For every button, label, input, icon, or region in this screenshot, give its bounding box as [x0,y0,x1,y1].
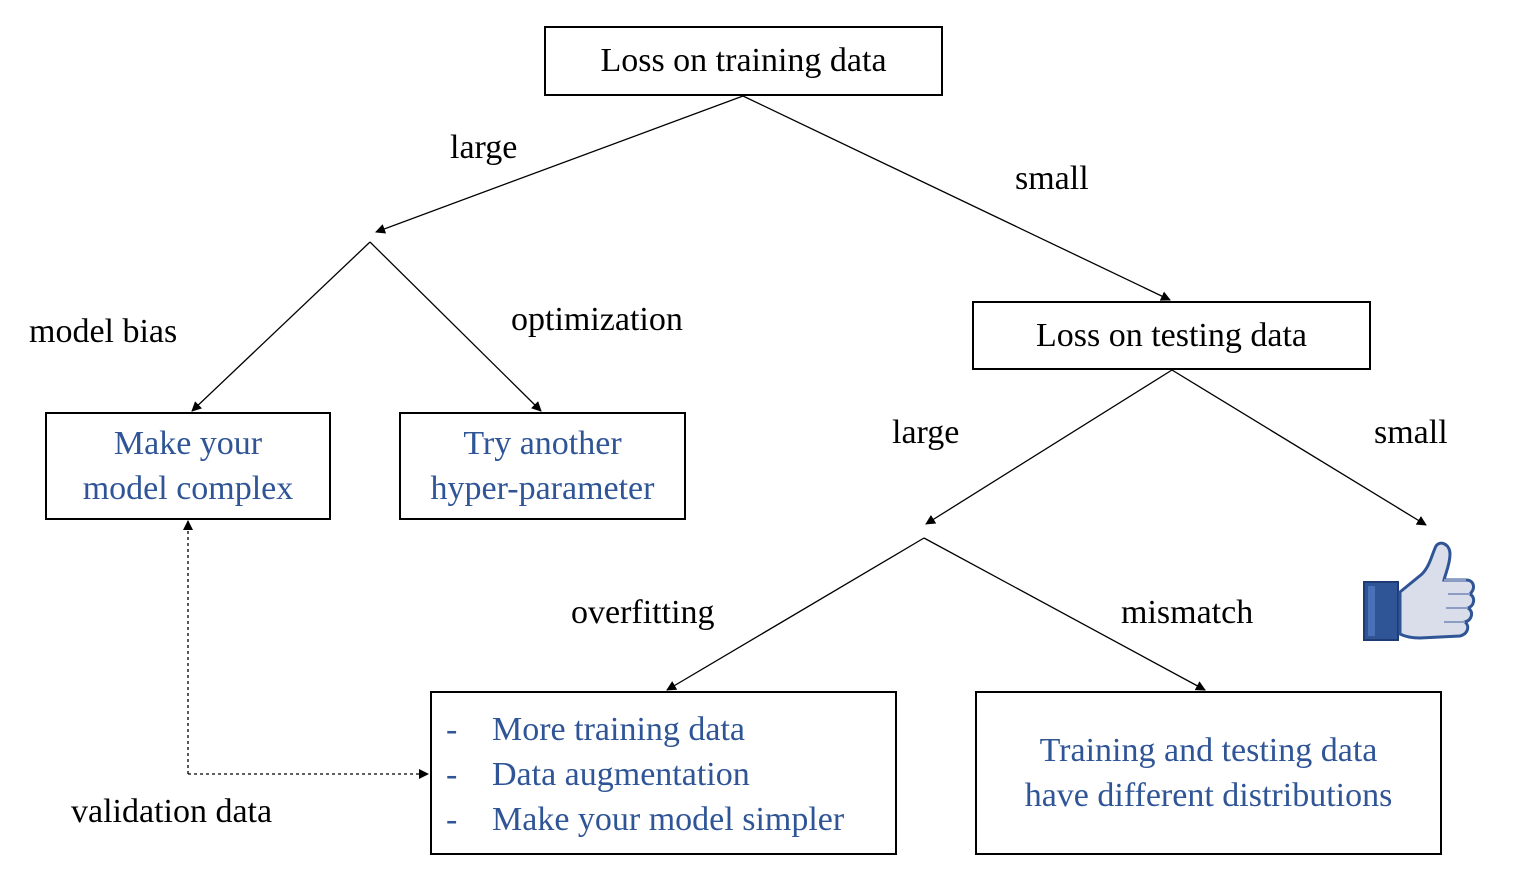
edge-label-training-small: small [1015,160,1089,197]
list-item-text: More training data [492,711,746,748]
model-complex-box: Make your model complex [45,412,331,520]
list-bullet: - [446,801,458,838]
edge-branch-to-model-complex [191,241,371,412]
edge-label-testing-small: small [1374,414,1448,451]
model-complex-line-1: Make your [113,425,263,462]
list-item-text: Make your model simpler [492,801,845,838]
edge-label-training-large: large [450,129,518,166]
hyper-parameter-line-1: Try another [463,425,622,462]
edge-training-to-large-branch [375,95,744,234]
edge-label-validation-data: validation data [71,793,273,830]
list-item-text: Data augmentation [492,756,750,793]
testing-loss-box: Loss on testing data [972,301,1371,370]
edge-label-mismatch: mismatch [1121,594,1254,631]
hyper-parameter-box: Try another hyper-parameter [399,412,686,520]
model-complex-line-2: model complex [82,470,294,507]
edge-testing-to-thumbs-up [1171,369,1427,526]
overfitting-fixes-box: - More training data - Data augmentation… [430,691,897,855]
edge-label-model-bias: model bias [29,313,178,350]
hyper-parameter-line-2: hyper-parameter [430,470,655,507]
training-loss-label: Loss on training data [600,42,887,79]
edge-label-optimization: optimization [511,301,683,338]
mismatch-box: Training and testing data have different… [975,691,1442,855]
edge-branch-to-hyper-parameter [369,241,542,412]
edge-branch-to-mismatch [923,537,1206,691]
testing-loss-label: Loss on testing data [1035,316,1308,354]
training-loss-box: Loss on training data [544,26,943,96]
list-bullet: - [446,711,458,748]
edge-label-overfitting: overfitting [571,594,715,631]
edge-testing-to-large-branch [925,369,1173,525]
mismatch-line-2: have different distributions [1024,777,1393,814]
edge-training-to-testing [742,95,1171,301]
thumb-hand [1398,541,1476,640]
edge-label-testing-large: large [892,414,960,451]
edge-branch-to-overfitting-fixes [666,537,925,691]
thumbs-up-icon [1363,541,1476,641]
mismatch-line-1: Training and testing data [1039,732,1378,769]
list-bullet: - [446,756,458,793]
